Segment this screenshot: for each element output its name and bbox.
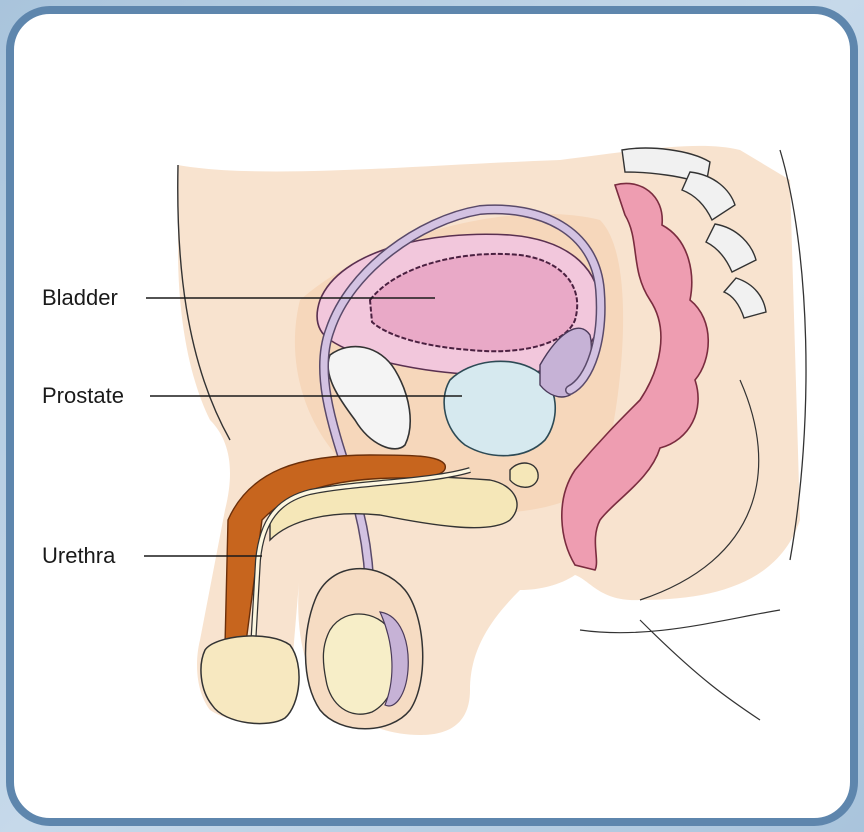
leg-contour-2 bbox=[640, 620, 760, 720]
glans bbox=[201, 636, 299, 724]
bladder-label: Bladder bbox=[42, 287, 118, 309]
urethra-label: Urethra bbox=[42, 545, 115, 567]
prostate-gland bbox=[444, 361, 555, 455]
leg-contour bbox=[580, 610, 780, 633]
bulbourethral-gland bbox=[510, 463, 538, 487]
prostate-label: Prostate bbox=[42, 385, 124, 407]
